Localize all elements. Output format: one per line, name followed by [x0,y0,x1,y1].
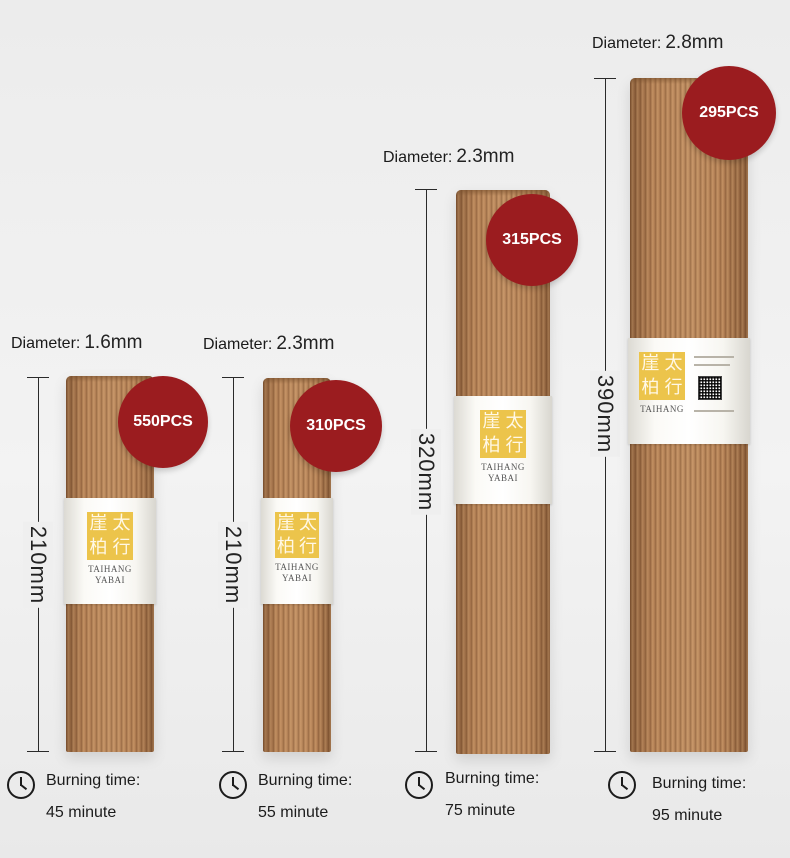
brand-char: 行 [299,535,317,557]
diameter-text: Diameter:2.3mm [203,333,334,355]
brand-logo: 崖 太 柏 行 [275,512,319,558]
diameter-value: 2.8mm [665,32,724,53]
diameter-value: 2.3mm [276,333,335,354]
brand-logo: 崖 太 柏 行 [639,352,685,400]
brand-name-en: TAIHANG YABAI [64,564,156,586]
diameter-label: Diameter: [383,149,453,166]
brand-en-line: TAIHANG [275,562,319,572]
brand-en-line: TAIHANG [88,564,132,574]
diameter-text: Diameter:2.8mm [592,32,723,54]
clock-icon [608,771,636,799]
dimension-tick-bottom [594,751,616,752]
brand-logo: 崖 太 柏 行 [480,410,526,458]
brand-name-en: TAIHANG [638,404,686,415]
incense-bundle: 崖 太 柏 行 TAIHANG [628,78,750,752]
brand-char: 行 [505,435,524,456]
brand-char: 行 [112,537,131,558]
bundle-label-band: 崖 太 柏 行 TAIHANG YABAI [454,396,552,504]
length-label: 390mm [590,370,620,458]
bundle-label-band: 崖 太 柏 行 TAIHANG YABAI [261,498,333,604]
diameter-label: Diameter: [203,336,273,353]
brand-en-line: YABAI [281,573,312,583]
diameter-value: 1.6mm [84,332,143,353]
brand-char: 崖 [641,353,660,374]
pcs-badge: 295PCS [682,66,776,160]
diameter-text: Diameter:1.6mm [11,332,142,354]
brand-char: 崖 [89,513,108,534]
diameter-label: Diameter: [592,35,662,52]
burning-time-label: Burning time: [46,772,141,789]
pcs-badge: 310PCS [290,380,382,472]
clock-icon [405,771,433,799]
brand-char: 太 [299,512,317,534]
burning-time-label: Burning time: [445,770,540,787]
diameter-text: Diameter:2.3mm [383,146,514,168]
fine-print [694,356,734,358]
brand-en-line: YABAI [487,473,518,483]
pcs-badge: 550PCS [118,376,208,468]
pcs-badge: 315PCS [486,194,578,286]
fine-print [694,364,730,366]
brand-char: 行 [664,377,683,398]
diameter-value: 2.3mm [456,146,515,167]
brand-logo: 崖 太 柏 行 [87,512,133,560]
qr-code-icon [698,376,722,400]
burning-time-value: 45 minute [46,804,117,821]
brand-char: 太 [505,411,524,432]
burning-time-value: 75 minute [445,802,516,819]
burning-time-value: 95 minute [652,807,723,824]
brand-name-en: TAIHANG YABAI [261,562,333,584]
dimension-tick-bottom [415,751,437,752]
burning-time-label: Burning time: [258,772,353,789]
brand-name-en: TAIHANG YABAI [454,462,552,484]
brand-char: 太 [664,353,683,374]
clock-icon [7,771,35,799]
clock-icon [219,771,247,799]
incense-bundle: 崖 太 柏 行 TAIHANG YABAI [64,376,156,752]
brand-char: 柏 [482,435,501,456]
burning-time-label: Burning time: [652,775,747,792]
brand-char: 柏 [641,377,660,398]
brand-char: 崖 [277,512,295,534]
brand-char: 崖 [482,411,501,432]
burning-time-value: 55 minute [258,804,329,821]
dimension-tick-bottom [222,751,244,752]
dimension-tick-bottom [27,751,49,752]
bundle-label-band: 崖 太 柏 行 TAIHANG [628,338,750,444]
bundle-label-band: 崖 太 柏 行 TAIHANG YABAI [64,498,156,604]
brand-char: 太 [112,513,131,534]
brand-en-line: TAIHANG [481,462,525,472]
diameter-label: Diameter: [11,335,81,352]
brand-en-line: TAIHANG [640,404,684,414]
brand-char: 柏 [277,535,295,557]
fine-print [694,410,734,412]
brand-en-line: YABAI [94,575,125,585]
brand-char: 柏 [89,537,108,558]
